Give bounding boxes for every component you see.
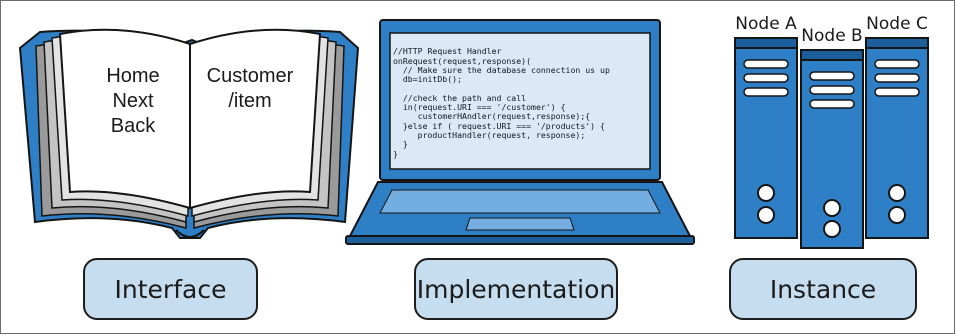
code-line: }else if ( request.URI === '/products') … [393,120,605,131]
code-line: } [393,148,398,159]
laptop-icon [345,19,695,245]
book-right-page-text: Customer /item [200,64,300,114]
implementation-label: Implementation [414,258,618,320]
node-c-label: Node C [866,14,928,34]
code-line: //HTTP Request Handler [393,46,502,57]
code-line: db=initDb(); [393,74,463,85]
code-line: //check the path and call [393,92,527,103]
code-line: customerHAndler(request,response);{ [393,111,591,122]
code-line: in(request.URI === '/customer') { [393,102,566,113]
book-line-customer: Customer [206,65,294,87]
code-line: onRequest(request,response)( [393,55,532,66]
book-line-next: Next [112,90,154,112]
code-line: } [393,139,408,150]
book-left-page-text: Home Next Back [105,64,161,139]
server-node-c-icon [865,37,929,239]
server-node-b-icon [800,49,864,249]
open-book-icon [18,28,360,239]
interface-label: Interface [83,258,258,320]
instance-label: Instance [729,258,917,320]
book-line-back: Back [110,115,156,137]
book-line-item: /item [228,90,272,112]
book-line-home: Home [106,65,160,87]
node-a-label: Node A [735,14,797,34]
server-node-a-icon [734,37,798,239]
node-b-label: Node B [801,26,863,46]
code-line: // Make sure the database connection us … [393,64,610,75]
code-line: productHandler(request, response); [393,129,586,140]
